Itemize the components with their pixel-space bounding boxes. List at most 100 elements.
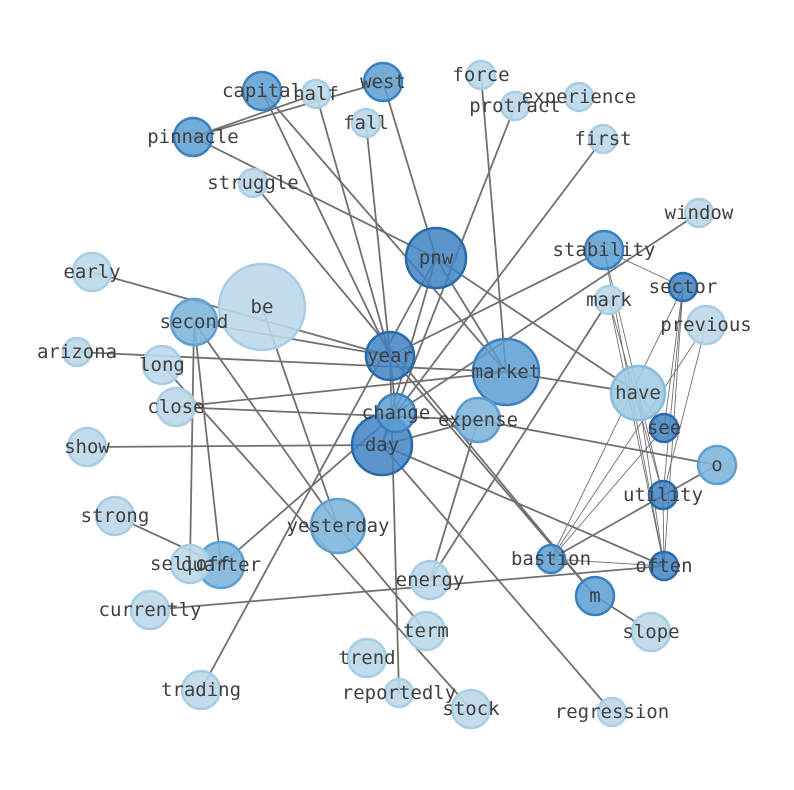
node-label-first: first: [574, 128, 631, 150]
node-market[interactable]: [471, 337, 541, 407]
edge-mark-energy: [429, 299, 610, 581]
node-label-bastion: bastion: [511, 548, 591, 570]
node-long[interactable]: [141, 344, 183, 386]
edge-second-quarter: [193, 321, 222, 566]
thin-edge-previous-utility: [662, 324, 707, 496]
node-trend[interactable]: [346, 637, 388, 679]
node-fall[interactable]: [350, 107, 382, 139]
node-m[interactable]: [574, 575, 616, 617]
node-label-regression: regression: [555, 701, 669, 723]
node-protract[interactable]: [499, 90, 531, 122]
node-label-long: long: [139, 354, 185, 376]
node-show[interactable]: [66, 426, 108, 468]
node-expense[interactable]: [454, 396, 502, 444]
node-see[interactable]: [648, 412, 680, 444]
node-arizona[interactable]: [61, 336, 93, 368]
node-label-close: close: [147, 396, 204, 418]
node-experience[interactable]: [563, 81, 595, 113]
node-window[interactable]: [683, 197, 715, 229]
node-change[interactable]: [375, 392, 417, 434]
node-year[interactable]: [364, 330, 416, 382]
node-label-see: see: [647, 417, 681, 439]
edge-first-change: [395, 138, 604, 414]
node-yesterday[interactable]: [309, 497, 367, 555]
edge-fall-year: [365, 122, 391, 357]
node-reportedly[interactable]: [383, 677, 415, 709]
node-term[interactable]: [405, 610, 447, 652]
node-utility[interactable]: [647, 479, 679, 511]
node-be[interactable]: [217, 262, 307, 352]
node-label-west: west: [360, 71, 406, 93]
node-early[interactable]: [71, 251, 113, 293]
node-regression[interactable]: [596, 696, 628, 728]
node-struggle[interactable]: [237, 167, 269, 199]
node-sector[interactable]: [667, 271, 699, 303]
node-bastion[interactable]: [535, 543, 567, 575]
node-label-trading: trading: [161, 679, 241, 701]
node-close[interactable]: [155, 386, 197, 428]
node-label-strong: strong: [81, 505, 150, 527]
node-first[interactable]: [587, 123, 619, 155]
edge-close-expense: [175, 406, 479, 421]
node-label-pinnacle: pinnacle: [147, 126, 239, 148]
node-label-early: early: [63, 261, 120, 283]
node-energy[interactable]: [409, 559, 451, 601]
node-stock[interactable]: [450, 688, 492, 730]
node-label-fall: fall: [343, 112, 389, 134]
node-pnw[interactable]: [404, 226, 468, 290]
edge-capital-year: [261, 90, 391, 357]
thin-edge-see-bastion: [550, 427, 665, 560]
edge-expense-o: [477, 419, 718, 466]
node-trading[interactable]: [180, 669, 222, 711]
node-mark[interactable]: [593, 284, 625, 316]
node-label-slope: slope: [622, 621, 679, 643]
node-label-m: m: [589, 585, 600, 607]
thin-edge-sector-utility: [662, 286, 684, 496]
node-label-trend: trend: [338, 647, 395, 669]
node-often[interactable]: [648, 550, 680, 582]
node-pinnacle[interactable]: [172, 116, 214, 158]
node-label-energy: energy: [396, 569, 465, 591]
node-label-have: have: [615, 382, 661, 404]
node-west[interactable]: [362, 61, 404, 103]
node-previous[interactable]: [685, 304, 727, 346]
node-layer: [61, 59, 738, 730]
node-have[interactable]: [609, 364, 667, 422]
edge-pinnacle-west: [192, 81, 384, 138]
node-capital[interactable]: [241, 70, 283, 112]
edge-half-year: [315, 93, 391, 357]
node-label-yesterday: yesterday: [287, 515, 390, 537]
node-label-often: often: [635, 555, 692, 577]
edge-day-often: [381, 444, 665, 567]
node-currently[interactable]: [129, 589, 171, 631]
node-label-expense: expense: [438, 409, 518, 431]
node-force[interactable]: [465, 59, 497, 91]
node-label-window: window: [665, 202, 734, 224]
thin-edge-mark-often: [608, 299, 665, 567]
thin-edge-bastion-often: [550, 558, 665, 567]
node-slope[interactable]: [630, 611, 672, 653]
node-label-experience: experience: [522, 86, 636, 108]
edge-capital-market: [261, 90, 507, 373]
node-second[interactable]: [169, 297, 219, 347]
edge-currently-often: [149, 565, 665, 611]
edge-show-day: [86, 444, 383, 448]
edge-stability-year: [389, 249, 605, 357]
node-label-change: change: [362, 402, 431, 424]
node-selloff[interactable]: [169, 543, 211, 585]
node-label-o: o: [711, 454, 722, 476]
node-label-force: force: [452, 64, 509, 86]
node-label-struggle: struggle: [207, 172, 299, 194]
node-label-term: term: [403, 620, 449, 642]
node-label-stability: stability: [553, 239, 656, 261]
node-label-capital: capital: [222, 80, 302, 102]
node-strong[interactable]: [94, 495, 136, 537]
node-label-market: market: [472, 361, 541, 383]
node-label-reportedly: reportedly: [342, 682, 456, 704]
node-stability[interactable]: [583, 229, 625, 271]
node-half[interactable]: [300, 78, 332, 110]
node-o[interactable]: [696, 444, 738, 486]
node-label-previous: previous: [660, 314, 752, 336]
